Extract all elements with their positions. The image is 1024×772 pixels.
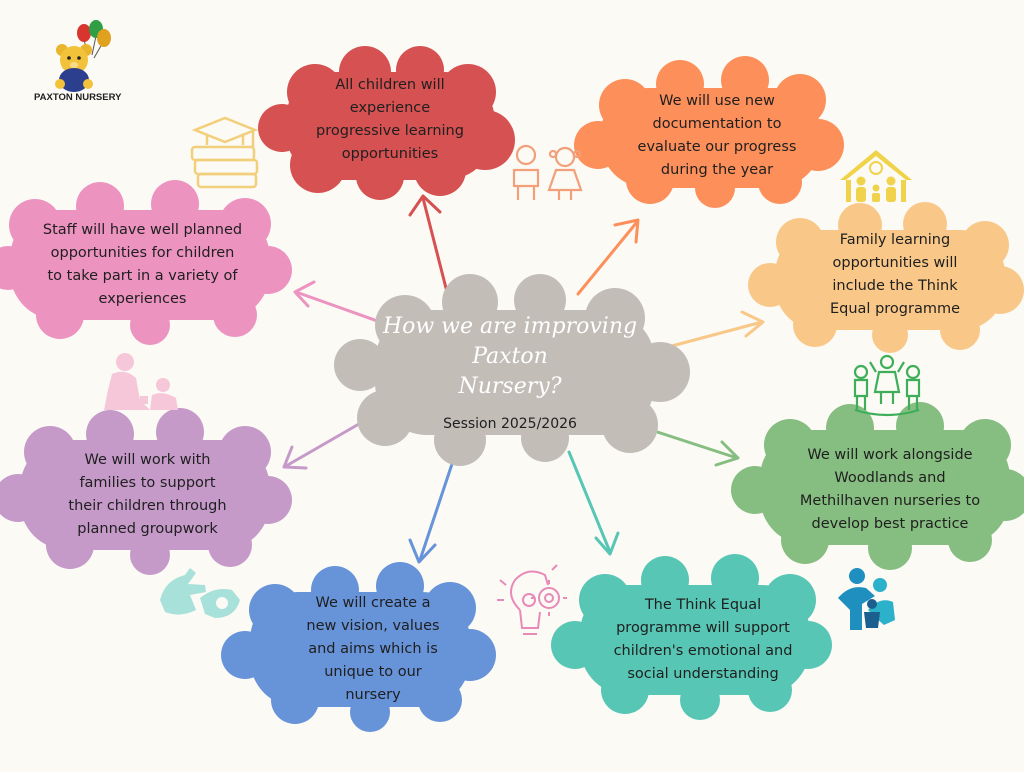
text-line: develop best practice [811, 516, 969, 532]
teddy-bear-logo-icon [55, 20, 111, 92]
cloud-think-equal [551, 554, 832, 720]
arrow-to-think-equal [567, 450, 620, 556]
session-label: Session 2025/2026 [443, 416, 577, 432]
cloud-staff-planned [0, 180, 292, 345]
text-line: unique to our [324, 664, 422, 680]
text-line: The Think Equal [644, 597, 762, 613]
title-line: Paxton [472, 344, 548, 369]
text-line: new vision, values [306, 618, 440, 634]
text-line: include the Think [832, 278, 958, 294]
cloud-center [334, 274, 690, 466]
text-line: planned groupwork [77, 521, 218, 537]
text-line: nursery [345, 687, 401, 703]
text-line: during the year [660, 162, 774, 178]
woodlands-methilhaven-text: We will work alongside Woodlands and Met… [770, 440, 1010, 540]
text-line: We will work alongside [807, 447, 973, 463]
text-line: Methilhaven nurseries to [799, 493, 981, 509]
text-line: and aims which is [308, 641, 438, 657]
family-house-icon [840, 150, 912, 202]
text-line: their children through [68, 498, 227, 514]
arrow-to-staff-planned [293, 280, 385, 325]
text-line: Equal programme [829, 301, 961, 317]
adult-child-play-icon [104, 353, 178, 410]
text-line: Family learning [839, 232, 951, 248]
documentation-text: We will use new documentation to evaluat… [612, 86, 822, 186]
text-line: opportunities for children [50, 245, 235, 261]
vision-values-text: We will create a new vision, values and … [268, 592, 478, 707]
center-title: How we are improving Paxton Nursery? [370, 312, 650, 402]
text-line: experience [349, 100, 431, 116]
logo-label: PAXTON NURSERY [34, 92, 122, 103]
text-line: We will use new [659, 93, 775, 109]
text-line: experiences [98, 291, 187, 307]
text-line: We will create a [315, 595, 431, 611]
lightbulb-gears-icon [497, 564, 567, 635]
text-line: to take part in a variety of [47, 268, 238, 284]
arrow-to-woodlands [640, 425, 740, 467]
text-line: Woodlands and [834, 470, 946, 486]
family-learning-text: Family learning opportunities will inclu… [785, 225, 1005, 325]
family-support-icon [838, 568, 895, 630]
text-line: opportunities [341, 146, 439, 162]
text-line: evaluate our progress [637, 139, 797, 155]
title-line: How we are improving [382, 314, 638, 339]
text-line: families to support [79, 475, 216, 491]
children-icon [512, 144, 583, 200]
title-line: Nursery? [458, 374, 562, 399]
sign-language-icon [160, 568, 240, 618]
families-groupwork-text: We will work with families to support th… [30, 445, 265, 545]
progressive-learning-text: All children will experience progressive… [295, 70, 485, 170]
cloud-documentation [574, 56, 844, 208]
text-line: documentation to [652, 116, 782, 132]
arrow-to-progressive-learning [408, 194, 449, 294]
text-line: programme will support [616, 620, 790, 636]
arrow-to-documentation [576, 218, 640, 296]
cloud-woodlands-methilhaven [731, 402, 1024, 570]
cloud-vision-values [221, 562, 496, 732]
cloud-families-groupwork [0, 408, 292, 575]
arrow-to-vision [408, 450, 458, 564]
arrow-to-family-learning [666, 310, 765, 349]
think-equal-text: The Think Equal programme will support c… [588, 590, 818, 690]
text-line: We will work with [84, 452, 211, 468]
staff-planned-text: Staff will have well planned opportuniti… [20, 215, 265, 315]
children-playing-icon [853, 354, 921, 417]
cloud-progressive-learning [258, 46, 515, 200]
text-line: social understanding [627, 666, 779, 682]
graduation-books-icon [190, 116, 259, 189]
text-line: children's emotional and [613, 643, 793, 659]
text-line: All children will [335, 77, 445, 93]
text-line: Staff will have well planned [42, 222, 243, 238]
cloud-family-learning [748, 202, 1024, 353]
text-line: progressive learning [316, 123, 464, 139]
text-line: opportunities will [832, 255, 958, 271]
